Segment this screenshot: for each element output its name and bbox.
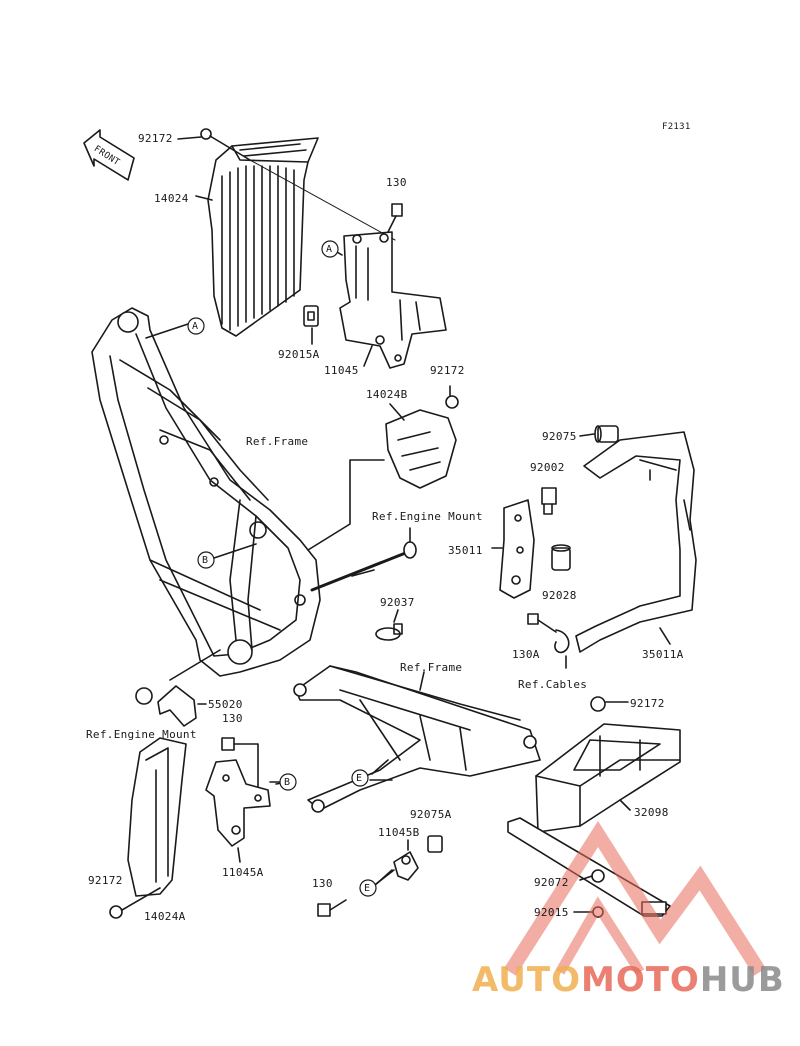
battery-case-32098 xyxy=(535,723,681,833)
part-label-14024B: 14024B xyxy=(366,388,408,401)
cup-11045B xyxy=(393,851,419,881)
part-label-92037: 92037 xyxy=(380,596,415,609)
part-label-35011: 35011 xyxy=(448,544,483,557)
part-label-11045A: 11045A xyxy=(222,866,264,879)
part-label-92172-mid: 92172 xyxy=(430,364,465,377)
bolt-92172-mid xyxy=(445,385,459,409)
watermark-hub: HUB xyxy=(699,960,785,1000)
ref-cables: Ref.Cables xyxy=(518,678,588,691)
part-label-92015A: 92015A xyxy=(278,348,320,361)
ref-frame-2: Ref.Frame xyxy=(400,661,463,674)
cover-14024B xyxy=(385,409,457,489)
part-label-14024: 14024 xyxy=(154,192,189,205)
part-label-92028: 92028 xyxy=(542,589,577,602)
part-label-92075A: 92075A xyxy=(410,808,452,821)
bracket-11045 xyxy=(339,231,447,369)
part-label-35011A: 35011A xyxy=(642,648,684,661)
part-label-14024A: 14024A xyxy=(144,910,186,923)
watermark-moto: MOTO xyxy=(580,960,700,1000)
watermark-logo xyxy=(504,820,766,976)
part-label-92015: 92015 xyxy=(534,906,569,919)
figure-code: F2131 xyxy=(662,122,691,132)
callout-e-1: E xyxy=(356,773,363,784)
ref-engine-mount-1: Ref.Engine Mount xyxy=(372,510,483,523)
watermark-auto: AUTO xyxy=(472,960,581,1000)
part-label-92172-top: 92172 xyxy=(138,132,173,145)
part-label-92075: 92075 xyxy=(542,430,577,443)
lower-frame xyxy=(293,665,541,813)
part-label-92172-bottom: 92172 xyxy=(88,874,123,887)
mount-55020 xyxy=(157,685,197,727)
ref-engine-mount-2: Ref.Engine Mount xyxy=(86,728,197,741)
bolt-130-left xyxy=(221,737,235,751)
cable-clip xyxy=(554,629,570,654)
part-label-11045B: 11045B xyxy=(378,826,420,839)
front-arrow-icon xyxy=(83,129,135,181)
bolt-130A xyxy=(527,613,557,633)
part-label-11045: 11045 xyxy=(324,364,359,377)
part-label-55020: 55020 xyxy=(208,698,243,711)
watermark-text: AUTOMOTOHUB xyxy=(472,962,785,998)
engine-mount-bolt xyxy=(310,541,417,592)
bracket-35011 xyxy=(499,499,535,599)
radiator-shroud-14024 xyxy=(207,137,319,337)
callout-a-1: A xyxy=(326,244,333,255)
cover-14024A xyxy=(127,737,187,897)
part-label-130-left: 130 xyxy=(222,712,243,725)
bolt-130-top xyxy=(387,203,403,233)
part-label-130-bottom: 130 xyxy=(312,877,333,890)
motorcycle-frame xyxy=(91,307,321,677)
collar-92075 xyxy=(594,425,619,443)
part-label-92072: 92072 xyxy=(534,876,569,889)
bracket-35011A xyxy=(575,431,697,653)
bolt-92002 xyxy=(541,487,557,515)
part-label-92172-right: 92172 xyxy=(630,697,665,710)
bolt-92172-top xyxy=(177,128,212,140)
callout-b-1: B xyxy=(202,555,209,566)
collar-92075A xyxy=(427,835,443,853)
part-label-32098: 32098 xyxy=(634,806,669,819)
collar-92028 xyxy=(551,544,571,571)
ref-frame-1: Ref.Frame xyxy=(246,435,309,448)
callout-e-2: E xyxy=(364,883,371,894)
grommet-92015A xyxy=(303,305,319,327)
part-label-130-top: 130 xyxy=(386,176,407,189)
callout-a-2: A xyxy=(192,321,199,332)
callout-b-2: B xyxy=(284,777,291,788)
bracket-11045A xyxy=(205,759,271,847)
part-label-130A: 130A xyxy=(512,648,540,661)
clamp-92037 xyxy=(375,623,403,641)
bolt-130-bottom xyxy=(317,899,347,917)
part-label-92002: 92002 xyxy=(530,461,565,474)
